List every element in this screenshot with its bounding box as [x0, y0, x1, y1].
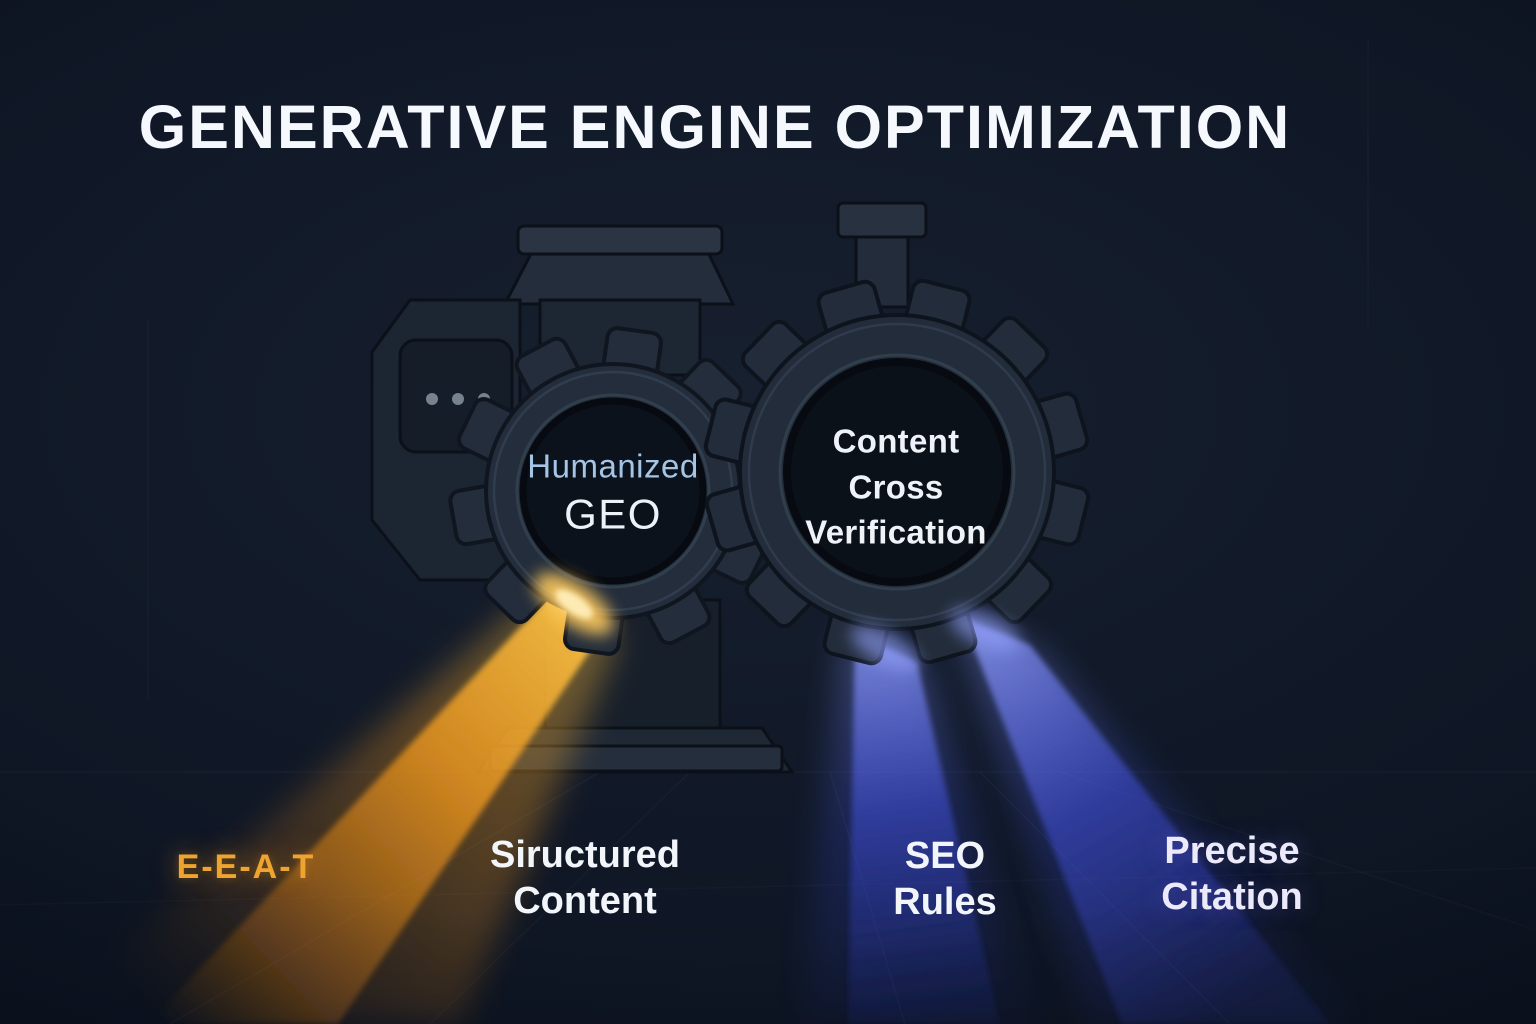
gear-right-label-line2: Cross	[848, 468, 944, 506]
gear-left-label-bottom: GEO	[564, 490, 662, 538]
label-seo-line2: Rules	[893, 880, 997, 923]
gear-left-label-top: Humanized	[527, 447, 699, 485]
page-title: GENERATIVE ENGINE OPTIMIZATION	[138, 93, 1292, 161]
label-eeat-text: E-E-A-T	[176, 848, 316, 886]
label-precise-citation: Precise Citation	[1161, 829, 1302, 920]
label-seo-line1: SEO	[904, 835, 986, 877]
gear-right-label: Content Cross Verification	[805, 419, 987, 556]
label-structured-content: Siructured Content	[490, 833, 680, 924]
label-eeat: E-E-A-T	[177, 847, 316, 888]
beam-blue-citation	[962, 617, 1330, 1024]
label-citation-line2: Citation	[1161, 875, 1303, 918]
label-citation-line1: Precise	[1164, 830, 1300, 872]
label-structured-line1: Siructured	[489, 834, 681, 876]
gear-right-label-line1: Content	[832, 422, 960, 460]
gear-left-label: Humanized GEO	[527, 448, 698, 539]
label-seo-rules: SEO Rules	[893, 834, 996, 925]
gear-right-label-line3: Verification	[805, 513, 987, 551]
label-structured-line2: Content	[513, 879, 657, 922]
